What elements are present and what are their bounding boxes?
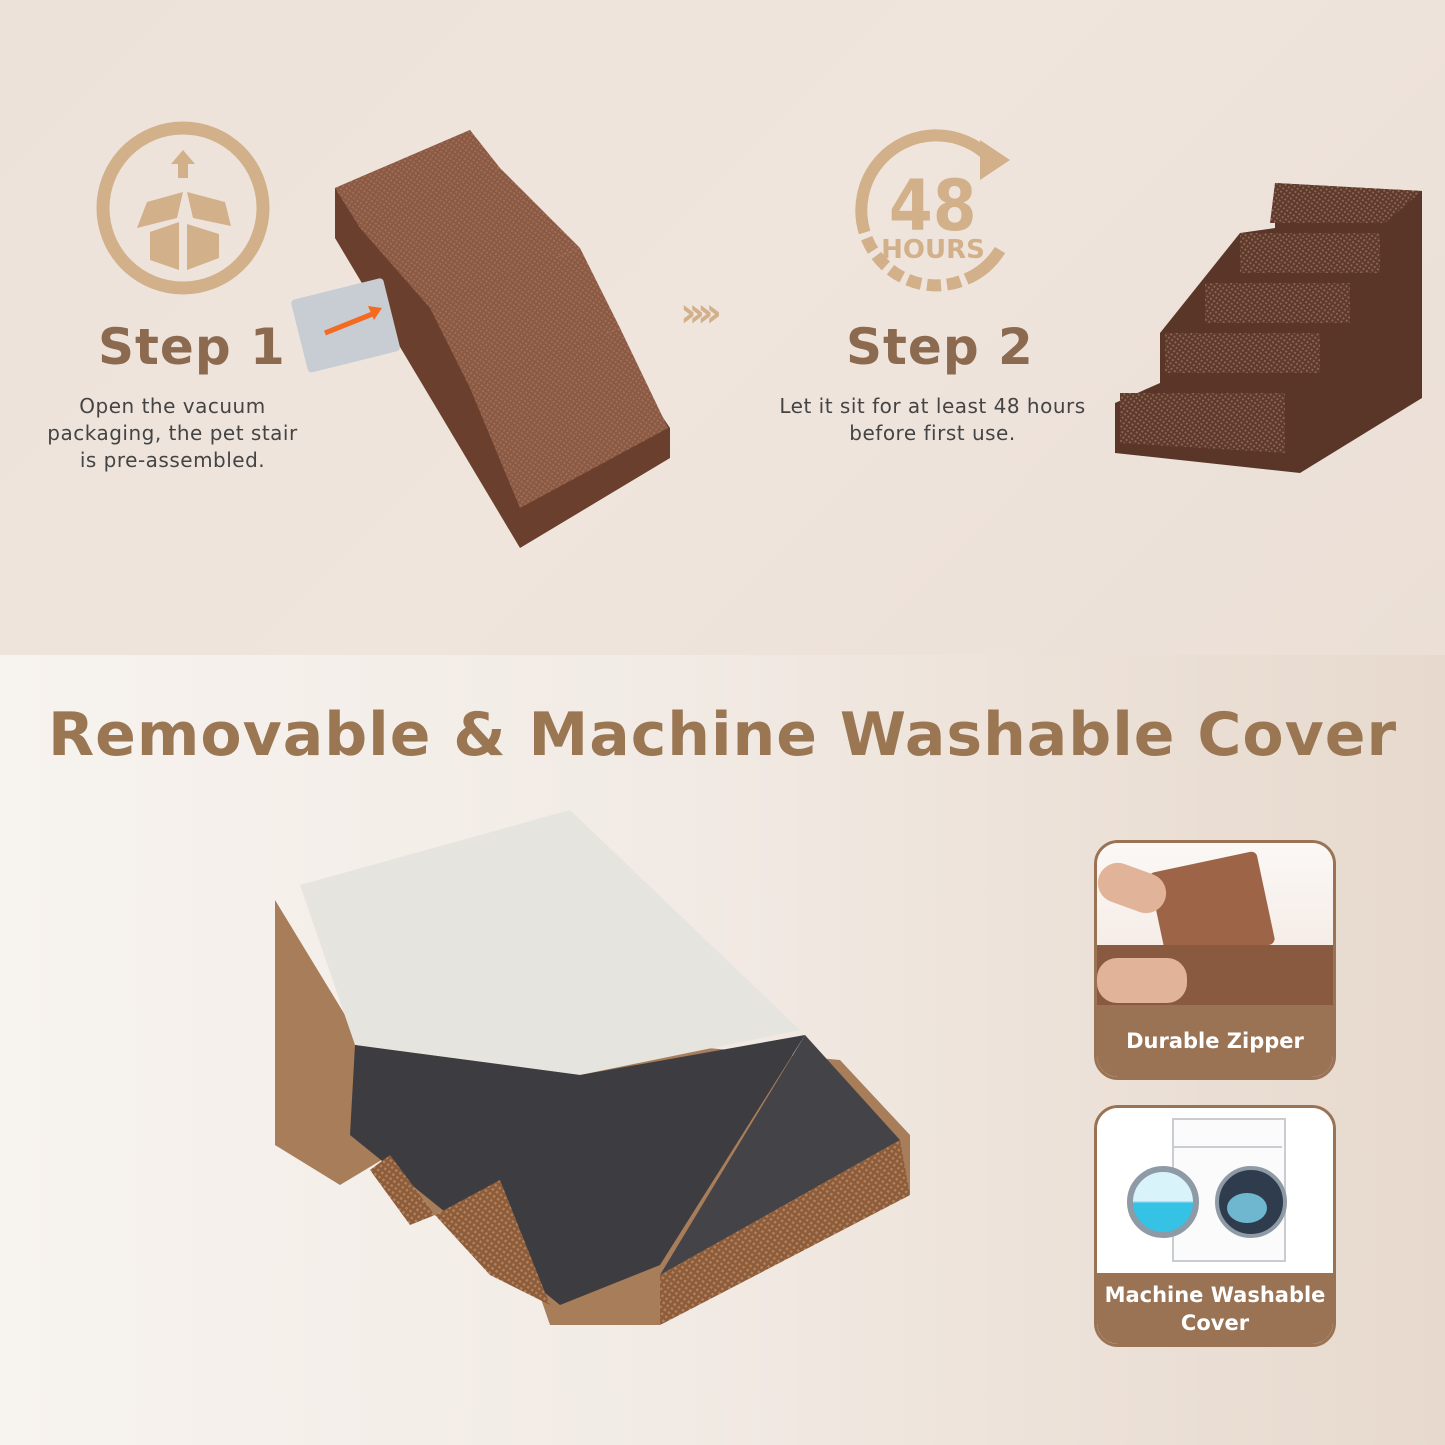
step-instructions-section: Step 1 Open the vacuum packaging, the pe… <box>0 0 1445 655</box>
removable-cover-product-image <box>275 810 910 1325</box>
feature-card-machine-washable: Machine Washable Cover <box>1094 1105 1336 1347</box>
feature-label: Machine Washable Cover <box>1097 1273 1333 1344</box>
pet-stair-packaged-image <box>291 130 670 548</box>
svg-text:48: 48 <box>889 165 977 247</box>
pet-stair-assembled-image <box>1115 183 1422 473</box>
step2-description: Let it sit for at least 48 hours before … <box>779 394 1086 445</box>
48-hours-icon: 48 HOURS <box>855 129 1010 292</box>
zipper-hands-image <box>1097 843 1333 1005</box>
open-box-icon <box>96 121 270 295</box>
step2-title: Step 2 <box>846 318 1034 376</box>
step1-title: Step 1 <box>98 318 286 376</box>
washing-machine-image <box>1097 1108 1333 1273</box>
step1-description: Open the vacuum packaging, the pet stair… <box>47 394 298 472</box>
section-heading: Removable & Machine Washable Cover <box>47 700 1398 770</box>
feature-card-durable-zipper: Durable Zipper <box>1094 840 1336 1080</box>
chevron-arrows-icon: ›››› <box>680 290 722 336</box>
feature-label: Durable Zipper <box>1097 1005 1333 1077</box>
svg-text:HOURS: HOURS <box>881 235 985 265</box>
